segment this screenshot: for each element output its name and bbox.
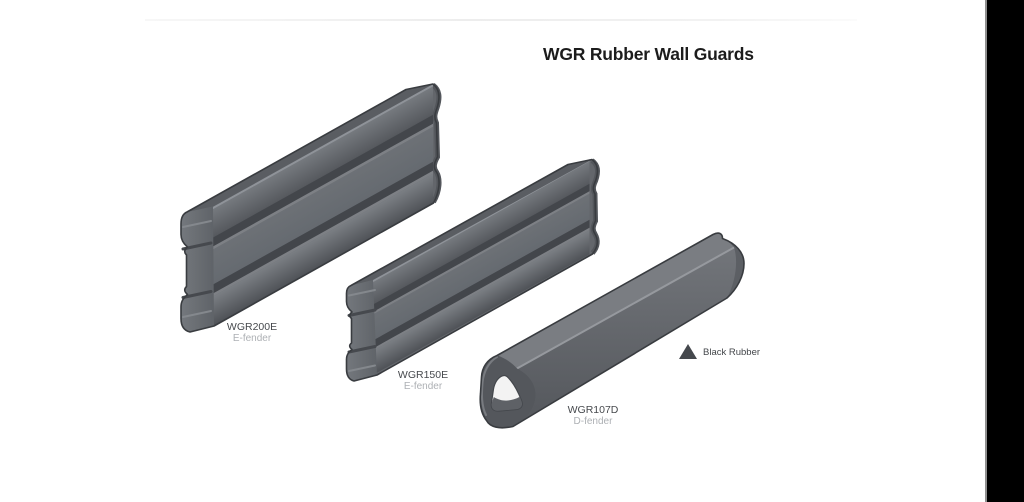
page-edge-strip bbox=[985, 0, 1024, 502]
page-title: WGR Rubber Wall Guards bbox=[543, 44, 754, 64]
fender-type: E-fender bbox=[403, 381, 443, 392]
black-rubber-swatch-icon bbox=[679, 344, 697, 359]
wgr200e-illustration bbox=[180, 83, 442, 333]
fender-type: D-fender bbox=[573, 416, 613, 427]
model-code: WGR150E bbox=[397, 369, 449, 381]
wgr107d-crest-highlight bbox=[516, 246, 735, 370]
wgr107d-top-face bbox=[497, 233, 734, 369]
product-label-wgr150e: WGR150E E-fender bbox=[398, 369, 448, 393]
wgr200e-top-face bbox=[187, 84, 433, 212]
product-label-wgr200e: WGR200E E-fender bbox=[227, 321, 277, 345]
wgr200e-end-face-detail bbox=[181, 220, 213, 318]
wgr107d-hollow-core-shadow bbox=[491, 396, 523, 411]
legend-label: Black Rubber bbox=[703, 347, 761, 358]
wgr150e-outline bbox=[345, 158, 599, 382]
wgr107d-illustration bbox=[479, 232, 745, 429]
wgr107d-outline bbox=[479, 232, 745, 429]
wgr200e-end-face bbox=[181, 206, 214, 332]
page-top-rule bbox=[145, 19, 857, 21]
model-code: WGR200E bbox=[226, 321, 278, 333]
fender-type: E-fender bbox=[232, 333, 272, 344]
wgr150e-front-face bbox=[373, 159, 590, 375]
wgr150e-illustration bbox=[345, 158, 601, 382]
wgr150e-top-face bbox=[351, 159, 592, 286]
wgr200e-front-face bbox=[213, 84, 433, 326]
model-code: WGR107D bbox=[567, 404, 619, 416]
product-label-wgr107d: WGR107D D-fender bbox=[568, 404, 619, 428]
wgr200e-outline bbox=[180, 83, 440, 333]
wgr150e-end-face bbox=[346, 280, 377, 381]
wgr107d-end-rim-highlight bbox=[480, 356, 498, 416]
wall-guards-drawing bbox=[180, 83, 745, 429]
wgr150e-end-face-detail bbox=[347, 289, 377, 372]
wgr107d-far-end bbox=[713, 233, 744, 298]
material-legend: Black Rubber bbox=[678, 343, 760, 360]
wgr107d-front-face bbox=[513, 247, 738, 427]
